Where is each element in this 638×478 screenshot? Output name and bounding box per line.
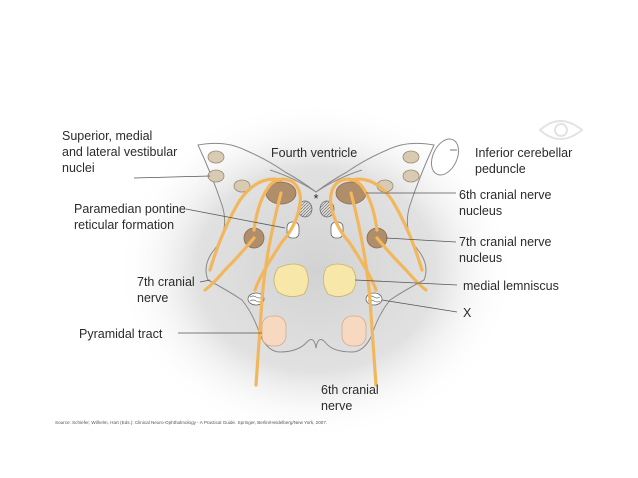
label-sixth-nucleus-line1: 6th cranial nerve [459, 188, 551, 202]
label-pyramidal-tract: Pyramidal tract [79, 327, 163, 341]
sixth-nerve-fiber-right [349, 191, 378, 387]
label-vestibular-line1: Superior, medial [62, 129, 152, 143]
pyramidal-tract-right [341, 315, 367, 347]
seventh-nerve-exit-left [203, 236, 256, 292]
label-fourth-ventricle: Fourth ventricle [271, 146, 357, 160]
label-seventh-nerve-line1: 7th cranial [137, 275, 195, 289]
nerve-fibers [203, 177, 428, 387]
seventh-nerve-fiber-right [329, 177, 379, 292]
label-seventh-nucleus-line1: 7th cranial nerve [459, 235, 551, 249]
label-inferior-cerebellar-line2: peduncle [475, 162, 526, 176]
pyramidal-tract-left [261, 315, 287, 347]
label-paramedian-line2: reticular formation [74, 218, 174, 232]
vestibular-nuclei-right [376, 150, 420, 193]
fourth-ventricle-outline [269, 169, 363, 193]
seventh-nerve-outer-left [208, 177, 283, 272]
eye-logo-icon [538, 120, 584, 140]
label-sixth-nerve-line1: 6th cranial [321, 383, 379, 397]
label-inferior-cerebellar-line1: Inferior cerebellar [475, 146, 572, 160]
label-paramedian-line1: Paramedian pontine [74, 202, 186, 216]
vestibular-nuclei [207, 150, 251, 193]
medial-lemniscus-right [323, 263, 357, 297]
background-glow [116, 100, 516, 440]
mlf-bundles [297, 200, 335, 218]
label-sixth-nerve-line2: nerve [321, 399, 352, 413]
seventh-nerve-fiber-left [252, 177, 302, 292]
source-citation: Source: Schiefer, Wilhelm, Hart (Eds.): … [55, 420, 327, 425]
seventh-nerve-exit-right [375, 236, 428, 292]
label-vestibular-line2: and lateral vestibular [62, 145, 177, 159]
label-vestibular-line3: nuclei [62, 161, 95, 175]
label-seventh-nerve-line2: nerve [137, 291, 168, 305]
x-structure-left [247, 292, 265, 306]
sixth-nerve-fiber-left [254, 191, 283, 387]
fourth-ventricle-asterisk: * [314, 192, 319, 206]
seventh-nerve-outer-right [349, 177, 424, 272]
leader-lines [133, 149, 458, 334]
label-medial-lemniscus: medial lemniscus [463, 279, 559, 293]
label-sixth-nucleus-line2: nucleus [459, 204, 502, 218]
medial-lemniscus-left [273, 263, 309, 297]
inferior-cerebellar-peduncle [430, 138, 460, 176]
label-seventh-nucleus-line2: nucleus [459, 251, 502, 265]
label-x: X [463, 306, 472, 320]
